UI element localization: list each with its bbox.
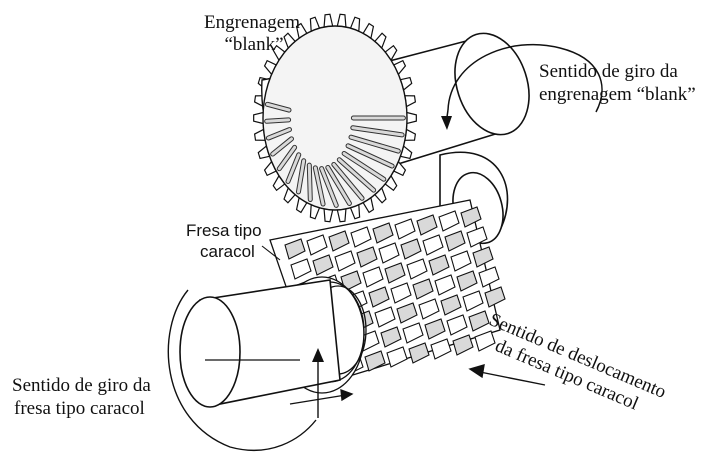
hob-label-line1: Fresa tipo xyxy=(186,221,262,240)
blank-gear-groove-fill xyxy=(267,120,289,121)
blank-gear-tooth xyxy=(254,112,263,123)
blank-gear-groove-fill xyxy=(309,165,310,199)
blank-gear-tooth xyxy=(324,209,333,222)
blank-rotation-label-line1: Sentido de giro da xyxy=(539,61,678,82)
blank-gear-label-line1: Engrenagem xyxy=(204,12,300,33)
blank-gear-tooth xyxy=(337,14,346,27)
blank-gear-label-line2: “blank” xyxy=(224,34,283,55)
hob-rotation-label-line2: fresa tipo caracol xyxy=(14,398,145,419)
blank-gear-tooth xyxy=(337,209,346,222)
blank-gear-tooth xyxy=(324,14,333,27)
blank-rotation-label-line2: engrenagem “blank” xyxy=(539,84,696,105)
blank-gear-tooth xyxy=(407,112,416,123)
hob-label-line2: caracol xyxy=(200,242,255,261)
hob-rotation-label-line1: Sentido de giro da xyxy=(12,375,151,396)
